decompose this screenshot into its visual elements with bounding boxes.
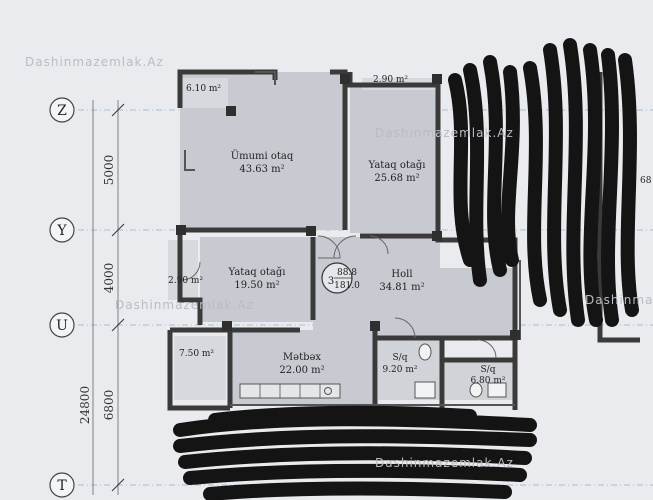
axis-label-t: T <box>57 478 67 494</box>
bedroom-north-name: Yataq otağı <box>368 160 426 171</box>
unit-marker: 3 88.8 181.0 <box>321 262 360 294</box>
hall-area-label: 34.81 m² <box>379 282 424 293</box>
bathroom-2-name: S/q <box>481 365 496 375</box>
axis-label-y: Y <box>56 223 67 239</box>
axis-bubbles: Z Y U T <box>49 97 75 498</box>
redaction-scribble-north-east <box>448 38 639 327</box>
door-swings <box>181 235 497 359</box>
balcony-west-area <box>168 240 198 300</box>
living-room-area-label: 43.63 m² <box>239 164 284 175</box>
bedroom-north-area-label: 25.68 m² <box>374 173 419 184</box>
columns <box>176 74 520 340</box>
room-labels: 6.10 m² Ümumi otaq 43.63 m² 2.90 m² Yata… <box>168 75 652 386</box>
hall-name: Holl <box>391 269 412 280</box>
wall <box>330 69 348 230</box>
walls <box>167 69 640 411</box>
redaction-marks <box>173 38 639 500</box>
watermark-text: Dashinmazemlak.Az <box>25 55 164 69</box>
watermark-text: Dashinmazemlak.Az <box>375 456 514 470</box>
kitchen-area-label: 22.00 m² <box>279 365 324 376</box>
toilet-2 <box>469 382 483 398</box>
axis-bubble-y <box>49 217 75 243</box>
washbasin-2 <box>487 382 507 398</box>
door-swing <box>369 235 389 255</box>
wall <box>184 150 195 171</box>
dimension-total: 24800 <box>78 386 92 424</box>
bedroom-west-name: Yataq otağı <box>228 267 286 278</box>
dimension-y-u: 4000 <box>102 263 116 294</box>
wall <box>255 71 276 85</box>
bedroom-west-area <box>200 237 313 322</box>
door-swing <box>317 235 341 259</box>
dimension-chain: 5000 4000 6800 24800 <box>78 100 125 495</box>
fixtures <box>239 343 507 399</box>
bathroom-1-name: S/q <box>393 353 408 363</box>
bedroom-north-area <box>350 85 438 233</box>
column <box>510 330 520 340</box>
column <box>340 74 350 84</box>
kitchen-counter <box>239 383 341 399</box>
column <box>370 321 380 331</box>
column <box>222 321 232 331</box>
toilet-1 <box>418 343 432 361</box>
axis-label-u: U <box>56 318 68 334</box>
dimension-tick <box>111 478 125 492</box>
column <box>176 225 186 235</box>
column <box>306 226 316 236</box>
column <box>226 106 236 116</box>
balcony-north-area-label: 2.90 m² <box>373 75 408 85</box>
axis-bubble-z <box>49 97 75 123</box>
washbasin-1 <box>414 381 436 399</box>
column <box>432 74 442 84</box>
watermark-text: Dashinmazemlak.Az <box>375 126 514 140</box>
watermarks: Dashinmazemlak.Az Dashinmazemlak.Az Dash… <box>25 55 653 470</box>
right-partial-area-label: 68 <box>640 176 652 186</box>
living-room-area <box>180 72 345 230</box>
axis-label-z: Z <box>57 103 67 119</box>
wall <box>177 230 203 325</box>
balcony-southwest-area-label: 7.50 m² <box>179 349 214 359</box>
door-swing <box>394 317 416 339</box>
hall-area <box>313 237 515 340</box>
axis-bubble-u <box>49 312 75 338</box>
unit-area-bottom: 181.0 <box>334 281 360 291</box>
column <box>432 231 442 241</box>
dimension-u-t: 6800 <box>102 390 116 421</box>
dimension-tick <box>111 318 125 332</box>
balcony-southwest-area <box>174 336 226 400</box>
redaction-scribble-south <box>173 405 537 500</box>
dimension-tick <box>111 103 125 117</box>
balcony-northwest-area-label: 6.10 m² <box>186 84 221 94</box>
door-swing <box>333 235 357 259</box>
stove-burner <box>324 387 332 395</box>
watermark-text: Dashinmazemlak.Az <box>115 298 254 312</box>
unit-area-top: 88.8 <box>337 268 357 278</box>
door-swing <box>477 339 497 359</box>
bedroom-west-area-label: 19.50 m² <box>234 280 279 291</box>
door-swing <box>181 261 201 281</box>
wall <box>167 330 230 411</box>
balcony-west-area-label: 2.90 m² <box>168 276 203 286</box>
kitchen-name: Mətbəx <box>283 352 321 363</box>
balcony-northwest-area <box>180 78 228 108</box>
axis-bubble-t <box>49 472 75 498</box>
bathroom-2-area-label: 6.80 m² <box>470 376 505 386</box>
watermark-text: Dashinmazemlak.Az <box>585 293 653 307</box>
living-room-name: Ümumi otaq <box>231 150 294 162</box>
unit-number: 3 <box>328 276 334 287</box>
dimension-tick <box>111 223 125 237</box>
dimension-z-y: 5000 <box>102 155 116 186</box>
bathroom-1-area-label: 9.20 m² <box>382 365 417 375</box>
